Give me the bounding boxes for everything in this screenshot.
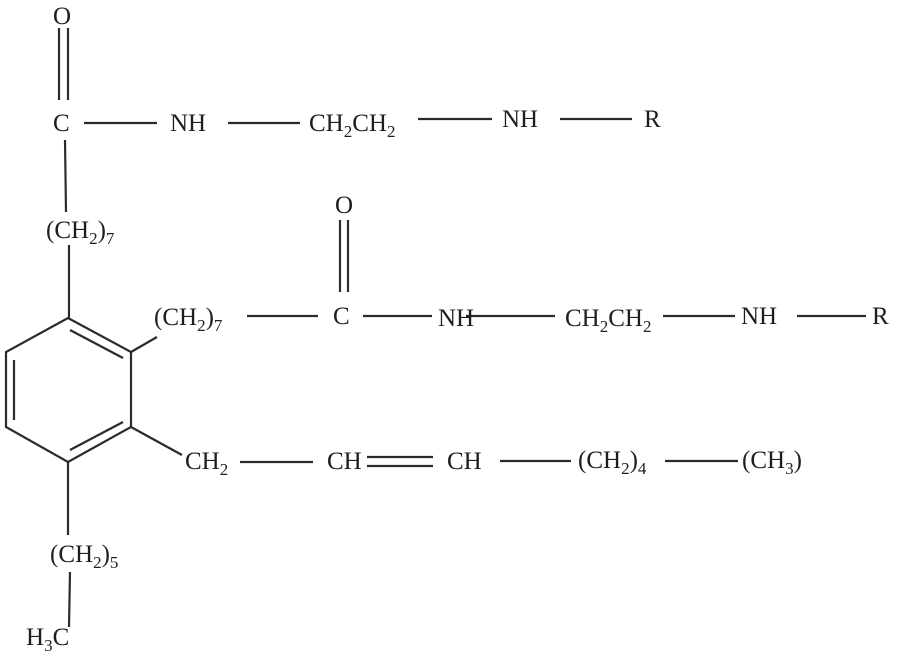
atom-c2: C: [333, 303, 350, 330]
ring-inner-double-3: [69, 421, 124, 451]
atom-nh2: NH: [502, 106, 538, 133]
group-h3c: H3C: [26, 624, 69, 655]
group-ch2-4: (CH2)4: [578, 447, 647, 478]
atom-r2: R: [872, 303, 889, 330]
atom-o1: O: [53, 3, 71, 30]
benzene-ring: [4, 316, 133, 464]
group-ch3-end: (CH3): [742, 447, 802, 478]
bond-ring-ch2-7-mid: [130, 336, 158, 353]
bond-ch2-5-h3c: [67, 571, 72, 628]
atom-nh1: NH: [170, 110, 206, 137]
group-ch2ch2-2: CH2CH2: [565, 305, 651, 336]
bonds: [4, 28, 866, 628]
group-ch2-7-mid: (CH2)7: [154, 304, 223, 335]
atom-o2: O: [335, 192, 353, 219]
bond-c1-ch2-7: [63, 139, 68, 213]
atom-r1: R: [644, 106, 661, 133]
group-ch2-5: (CH2)5: [50, 541, 118, 572]
ring-inner-double-1: [69, 329, 124, 359]
group-ch2ch2-1: CH2CH2: [309, 110, 395, 141]
atom-c1: C: [53, 110, 70, 137]
atom-ch-b: CH: [447, 448, 482, 475]
atom-nh3: NH: [438, 305, 474, 332]
atom-ch-a: CH: [327, 448, 362, 475]
bond-ring-ch2: [130, 426, 183, 456]
group-ch2-allyl: CH2: [185, 448, 228, 479]
atom-labels: O C NH CH2CH2 NH R (CH2)7 O (CH2)7 C NH …: [26, 3, 889, 655]
group-ch2-7-top: (CH2)7: [46, 217, 115, 248]
atom-nh4: NH: [741, 303, 777, 330]
